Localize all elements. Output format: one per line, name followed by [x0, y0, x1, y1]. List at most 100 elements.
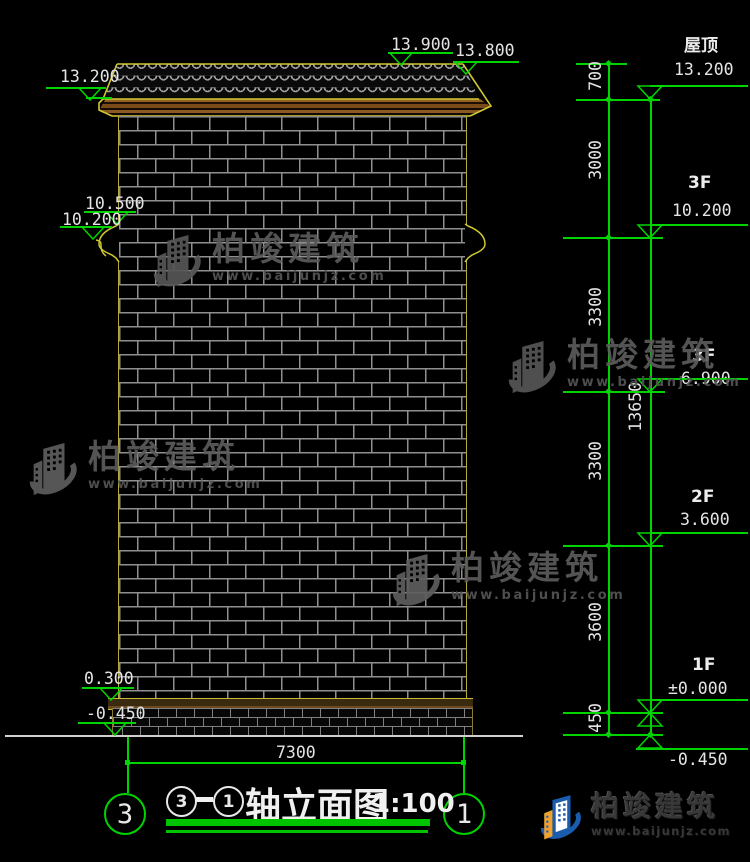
- level-triangle: [636, 224, 664, 240]
- dim-tick: [604, 233, 613, 242]
- plinth: [112, 708, 473, 736]
- level-name-1f: 1F: [692, 655, 716, 675]
- watermark-url: www.baijunjz.com: [451, 588, 626, 603]
- watermark-url: www.baijunjz.com: [212, 269, 387, 284]
- corbel-top-elevation: 10.500: [85, 194, 145, 213]
- extension-line: [563, 545, 663, 547]
- level-value-3600: 3.600: [680, 510, 730, 529]
- level-triangle: [636, 378, 664, 394]
- watermark-brand: 柏竣建筑: [88, 437, 240, 476]
- left-corbel: [98, 223, 120, 263]
- level-name-3f: 3F: [688, 173, 712, 193]
- level-flag-line: [388, 52, 453, 54]
- dim-tick: [604, 541, 613, 550]
- level-name-2f-mid: 3F: [692, 346, 716, 366]
- level-flag-line: [453, 61, 519, 63]
- logo: 柏竣建筑 www.baijunjz.com: [536, 793, 731, 845]
- dim-3300: 3300: [586, 287, 605, 327]
- title-bubble-from: 3: [166, 786, 197, 817]
- dim-tick: [604, 95, 613, 104]
- title-bubble-to: 1: [213, 786, 244, 817]
- roof-cornice: [99, 99, 490, 117]
- level-value-minus450: -0.450: [668, 750, 728, 769]
- dim-3000: 3000: [586, 140, 605, 180]
- level-flag-line: [650, 699, 748, 701]
- bottom-dim-7300: 7300: [276, 743, 316, 762]
- dim-endpoint: [461, 760, 466, 765]
- level-flag-line: [650, 224, 748, 226]
- level-name-roof: 屋顶: [684, 36, 718, 56]
- bottom-dim-line: [127, 762, 464, 764]
- level-pointer-line: [86, 97, 112, 99]
- watermark-url: www.baijunjz.com: [567, 375, 742, 390]
- dim-tick: [604, 59, 613, 68]
- sill-elevation: 0.300: [84, 669, 134, 688]
- level-value-roof: 13.200: [674, 60, 734, 79]
- axis-bubble-1: 1: [443, 793, 485, 835]
- left-rooftip-elevation: 13.800: [455, 41, 515, 60]
- watermark-building-icon: [392, 554, 440, 607]
- title-underline-thin: [166, 830, 428, 833]
- level-name-2f: 2F: [691, 487, 715, 507]
- watermark: 柏竣建筑 www.baijunjz.com: [24, 440, 262, 502]
- roof-tile-band: [103, 64, 479, 99]
- logo-brand: 柏竣建筑: [591, 790, 720, 823]
- level-triangle: [98, 687, 124, 702]
- extension-line: [563, 734, 663, 736]
- watermark-building-icon: [29, 443, 77, 496]
- axis-line-right: [463, 737, 465, 793]
- level-triangle: [102, 722, 128, 737]
- ground-elevation-left: -0.450: [86, 704, 146, 723]
- dim-chain-line-2: [650, 99, 652, 735]
- title-dash: [196, 797, 213, 802]
- watermark-building-icon: [153, 235, 201, 288]
- dim-450: 450: [586, 703, 605, 733]
- level-triangle: [388, 52, 414, 67]
- watermark: 柏竣建筑 www.baijunjz.com: [503, 338, 741, 400]
- dim-endpoint: [125, 760, 130, 765]
- level-triangle: [453, 61, 479, 76]
- watermark-brand: 柏竣建筑: [451, 548, 603, 587]
- left-ridge-elevation: 13.900: [391, 35, 451, 54]
- corbel-bottom-elevation: 10.200: [62, 210, 122, 229]
- extension-line: [563, 712, 663, 714]
- axis-bubble-3: 3: [104, 793, 146, 835]
- level-triangle: [636, 85, 664, 101]
- watermark: 柏竣建筑 www.baijunjz.com: [387, 551, 625, 613]
- dim-3300b: 3300: [586, 441, 605, 481]
- watermark: 柏竣建筑 www.baijunjz.com: [148, 232, 386, 294]
- leader-squiggle: [95, 239, 107, 257]
- drawing-scale: 1:100: [372, 789, 455, 819]
- watermark-brand: 柏竣建筑: [212, 229, 364, 268]
- right-corbel: [464, 223, 486, 263]
- level-triangle-up: [636, 733, 664, 749]
- logo-building-icon: [540, 795, 581, 840]
- left-eave-elevation: 13.200: [60, 67, 120, 86]
- roof-outline: [98, 63, 493, 117]
- level-value-zero: ±0.000: [668, 679, 728, 698]
- extension-line: [563, 391, 665, 393]
- ground-line: [5, 735, 523, 737]
- level-flag-line: [636, 748, 748, 750]
- level-flag-line: [46, 87, 106, 89]
- level-hourglass: [636, 699, 664, 727]
- axis-line-left: [127, 737, 129, 793]
- level-flag-line: [650, 85, 748, 87]
- extension-line: [576, 99, 660, 101]
- level-triangle: [77, 87, 103, 102]
- watermark-building-icon: [508, 341, 556, 394]
- title-underline-thick: [166, 819, 430, 826]
- watermark-url: www.baijunjz.com: [88, 477, 263, 492]
- logo-url: www.baijunjz.com: [591, 824, 731, 838]
- dim-chain-line-1: [608, 63, 610, 735]
- level-value-3f: 10.200: [672, 201, 732, 220]
- level-flag-line: [650, 378, 748, 380]
- level-triangle: [104, 211, 130, 226]
- level-triangle: [636, 532, 664, 548]
- watermark-brand: 柏竣建筑: [567, 335, 719, 374]
- level-flag-line: [650, 532, 748, 534]
- extension-line: [576, 63, 627, 65]
- extension-line: [563, 237, 663, 239]
- dim-tick: [604, 708, 613, 717]
